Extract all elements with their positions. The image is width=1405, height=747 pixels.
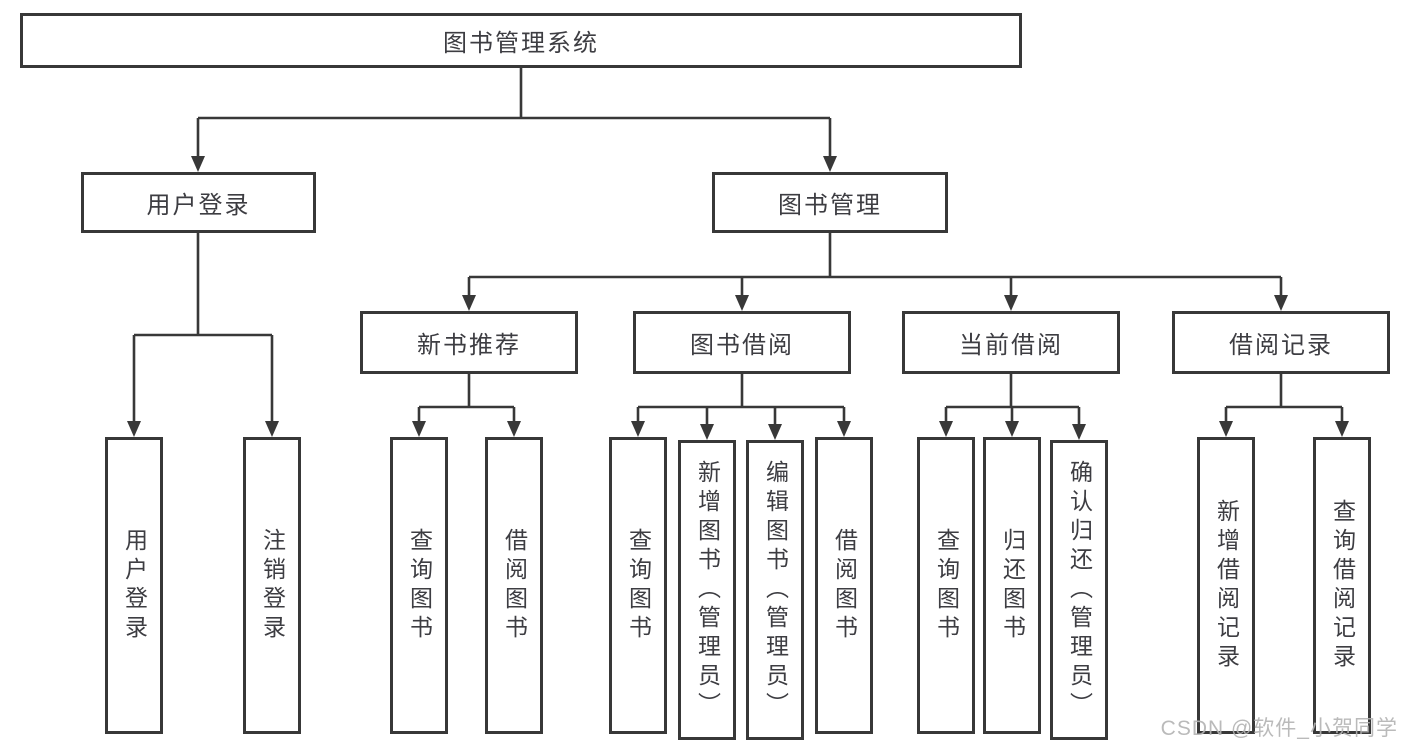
connector-book-management-trunk [469, 233, 1281, 279]
leaf-logout: 注销登录 [243, 437, 301, 734]
leaf-current-query-label: 查询图书 [933, 527, 960, 644]
node-borrow-records-label: 借阅记录 [1229, 332, 1333, 359]
connector-book-borrow-trunk [638, 374, 844, 409]
leaf-newbook-borrow: 借阅图书 [485, 437, 543, 734]
leaf-bookborrow-edit-admin: 编辑图书（管理员） [746, 440, 804, 740]
connector-new-book-trunk [419, 374, 514, 409]
connector-current-borrow-trunk [946, 374, 1079, 409]
node-book-borrow: 图书借阅 [633, 311, 851, 374]
leaf-current-return: 归还图书 [983, 437, 1041, 734]
leaf-current-confirm-admin: 确认归还（管理员） [1050, 440, 1108, 740]
leaf-current-return-label: 归还图书 [999, 527, 1026, 644]
leaf-bookborrow-query: 查询图书 [609, 437, 667, 734]
node-new-book-recommend: 新书推荐 [360, 311, 578, 374]
leaf-current-confirm-admin-label: 确认归还（管理员） [1066, 459, 1093, 721]
leaf-records-query-label: 查询借阅记录 [1329, 498, 1356, 673]
leaf-records-query: 查询借阅记录 [1313, 437, 1371, 734]
node-user-login: 用户登录 [81, 172, 316, 233]
node-user-login-label: 用户登录 [146, 192, 251, 219]
leaf-newbook-query-label: 查询图书 [406, 527, 433, 644]
leaf-records-add: 新增借阅记录 [1197, 437, 1255, 734]
csdn-watermark: CSDN @软件_小贺同学 [1160, 717, 1398, 740]
node-book-management-label: 图书管理 [778, 192, 882, 219]
root-box-library-system: 图书管理系统 [20, 13, 1022, 68]
connector-root-trunk [198, 68, 830, 120]
leaf-records-add-label: 新增借阅记录 [1213, 498, 1240, 673]
connector-borrow-records-trunk [1226, 374, 1342, 409]
leaf-bookborrow-borrow: 借阅图书 [815, 437, 873, 734]
leaf-current-query: 查询图书 [917, 437, 975, 734]
connector-user-login-trunk [134, 233, 272, 337]
node-borrow-records: 借阅记录 [1172, 311, 1390, 374]
node-current-borrow: 当前借阅 [902, 311, 1120, 374]
leaf-user-login: 用户登录 [105, 437, 163, 734]
leaf-logout-label: 注销登录 [259, 527, 286, 644]
leaf-newbook-borrow-label: 借阅图书 [501, 527, 528, 644]
leaf-user-login-label: 用户登录 [121, 527, 148, 644]
leaf-bookborrow-add-admin-label: 新增图书（管理员） [694, 459, 721, 721]
node-current-borrow-label: 当前借阅 [959, 332, 1063, 359]
node-book-borrow-label: 图书借阅 [690, 332, 794, 359]
leaf-bookborrow-borrow-label: 借阅图书 [831, 527, 858, 644]
leaf-bookborrow-add-admin: 新增图书（管理员） [678, 440, 736, 740]
node-book-management: 图书管理 [712, 172, 948, 233]
root-label: 图书管理系统 [443, 30, 599, 57]
leaf-bookborrow-query-label: 查询图书 [625, 527, 652, 644]
node-new-book-recommend-label: 新书推荐 [417, 332, 521, 359]
leaf-newbook-query: 查询图书 [390, 437, 448, 734]
leaf-bookborrow-edit-admin-label: 编辑图书（管理员） [762, 459, 789, 721]
